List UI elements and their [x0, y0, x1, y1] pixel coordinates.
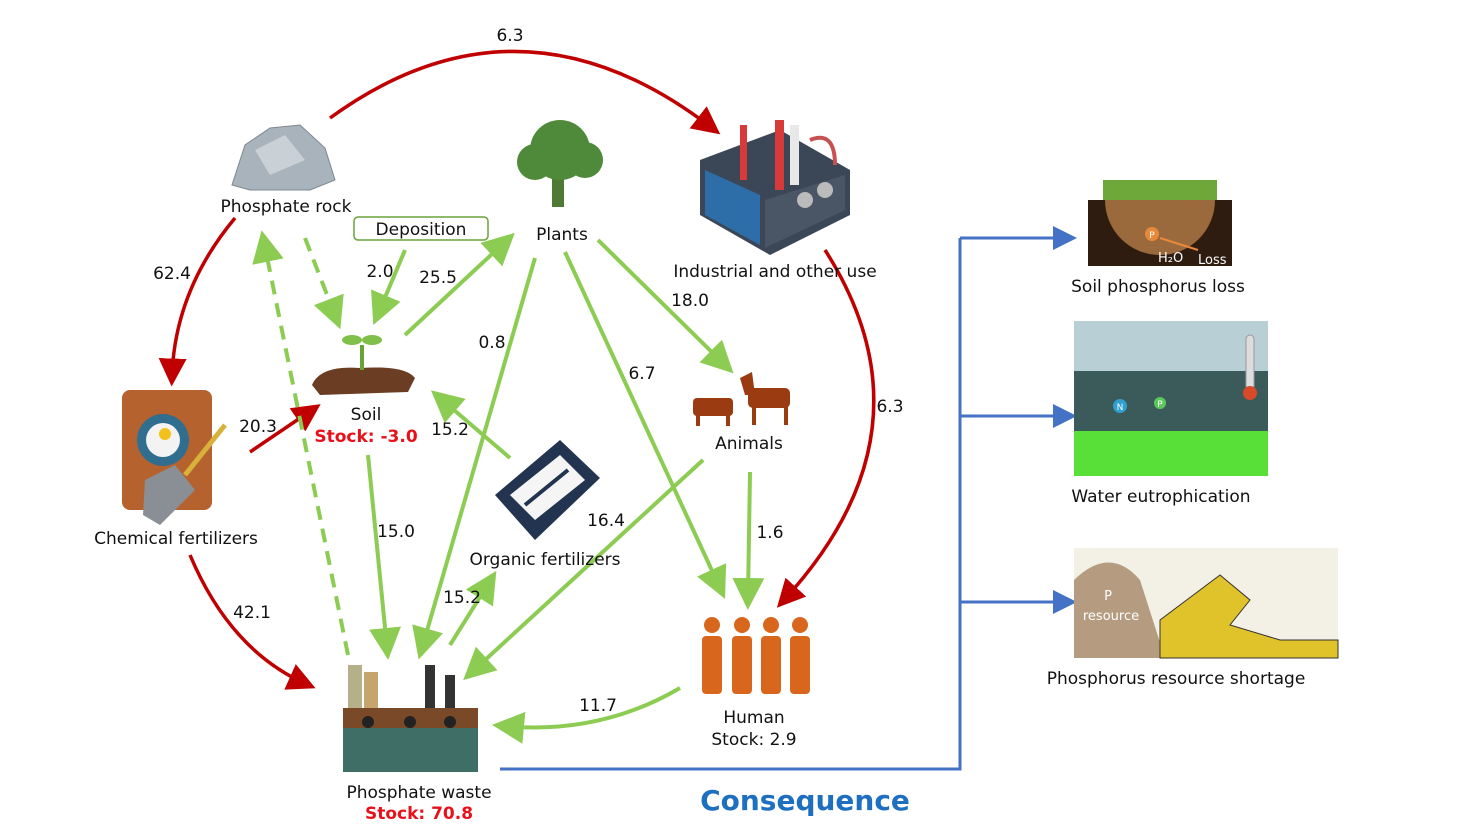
flow-human-waste — [492, 686, 682, 744]
h2o-label: H₂O — [1158, 251, 1183, 266]
p-label: P — [1149, 231, 1155, 241]
flow-rock-industrial — [328, 49, 721, 135]
flow-value: 42.1 — [233, 603, 271, 623]
flow-soil-waste — [366, 454, 401, 660]
flow-value: 6.7 — [628, 364, 655, 384]
human-label: Human — [723, 708, 784, 728]
flow-plants-waste — [412, 257, 537, 660]
flow-rock-chemical — [158, 216, 237, 387]
flow-value: 1.6 — [756, 523, 783, 543]
flow-value: 0.8 — [478, 333, 505, 353]
water-eutrophication-label: Water eutrophication — [1071, 487, 1250, 507]
flow-value: 6.3 — [496, 26, 523, 46]
flow-value: 62.4 — [153, 264, 191, 284]
flow-waste-rock-dashed — [252, 230, 350, 656]
flow-plants-human — [563, 251, 727, 599]
phosphate-rock-label: Phosphate rock — [220, 197, 351, 217]
phosphate-waste-stock: Stock: 70.8 — [365, 804, 473, 824]
flow-soil-plants — [403, 232, 515, 337]
soil-stock: Stock: -3.0 — [314, 427, 417, 447]
people-icon — [702, 617, 810, 694]
flow-value: 15.0 — [377, 522, 415, 542]
p-label: P — [1104, 589, 1112, 604]
plants-label: Plants — [536, 225, 588, 245]
flow-value: 15.2 — [431, 420, 469, 440]
flow-rock-soil-dashed — [303, 237, 344, 330]
resource-shortage-label: Phosphorus resource shortage — [1047, 669, 1306, 689]
flow-value: 16.4 — [587, 511, 625, 531]
flow-value: 25.5 — [419, 268, 457, 288]
flow-animals-waste — [463, 458, 705, 681]
flow-waste-organic — [448, 570, 497, 647]
soil-label: Soil — [351, 405, 382, 425]
chemical-fertilizers-label: Chemical fertilizers — [94, 529, 258, 549]
flow-organic-soil — [430, 390, 512, 460]
resource-label: resource — [1083, 609, 1139, 624]
phosphate-waste-label: Phosphate waste — [346, 783, 491, 803]
industrial-label: Industrial and other use — [673, 262, 876, 282]
factory-icon — [700, 120, 850, 255]
flow-value: 15.2 — [443, 588, 481, 608]
livestock-icon — [693, 372, 790, 426]
flow-value: 18.0 — [671, 291, 709, 311]
soil-loss-image: P H₂O Loss — [1088, 180, 1232, 268]
flow-value: 11.7 — [579, 696, 617, 716]
animals-label: Animals — [715, 434, 783, 454]
seedling-icon — [312, 335, 415, 395]
flow-value: 20.3 — [239, 417, 277, 437]
organic-fertilizers-label: Organic fertilizers — [469, 550, 620, 570]
human-stock: Stock: 2.9 — [711, 730, 796, 750]
flow-industrial-human — [776, 249, 876, 608]
deposition-label: Deposition — [376, 220, 467, 240]
flow-chemical-waste — [188, 554, 316, 690]
flow-deposition-soil — [371, 249, 407, 326]
resource-shortage-image: P resource — [1074, 548, 1339, 659]
flow-chemical-soil — [249, 404, 321, 454]
loss-label: Loss — [1198, 253, 1227, 268]
flow-animals-human — [732, 471, 765, 610]
tree-icon — [517, 120, 603, 207]
consequence-title: Consequence — [700, 784, 910, 817]
flow-plants-animals — [596, 238, 734, 374]
organic-fertilizer-bag-icon — [495, 440, 600, 540]
waste-plant-icon — [343, 665, 478, 772]
flow-value: 2.0 — [366, 262, 393, 282]
soil-phosphorus-loss-label: Soil phosphorus loss — [1071, 277, 1245, 297]
flow-value: 6.3 — [876, 397, 903, 417]
n-label: N — [1117, 403, 1124, 413]
eutrophication-image: N P — [1074, 321, 1268, 476]
p-label: P — [1157, 400, 1163, 410]
rock-icon — [231, 124, 336, 191]
deposition-box — [353, 216, 489, 241]
fertilizer-bag-icon — [122, 390, 227, 525]
